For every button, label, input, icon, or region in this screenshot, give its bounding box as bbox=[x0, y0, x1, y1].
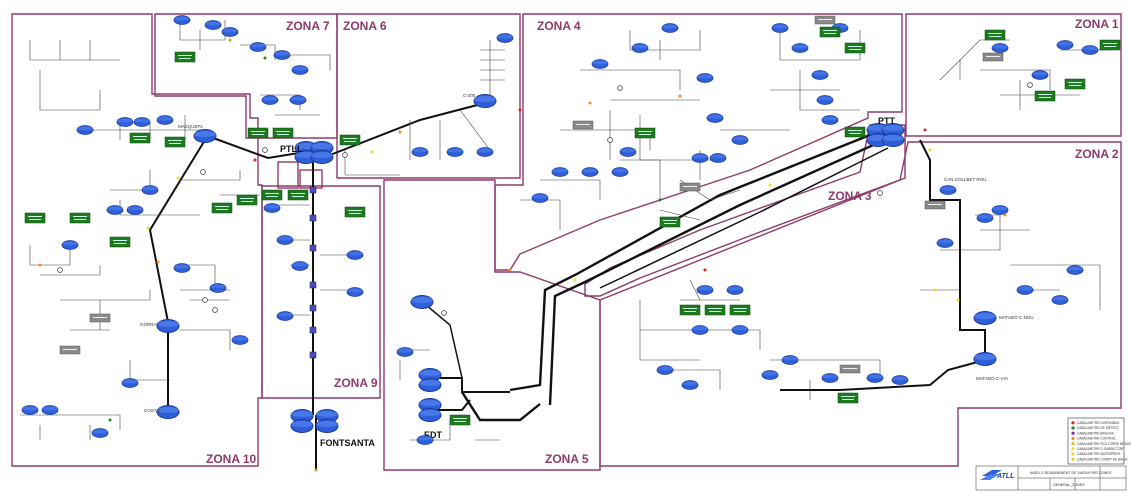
costa-label: COSTA bbox=[144, 408, 159, 413]
legend-swatch bbox=[1071, 426, 1074, 429]
legend-label: CABALIMETRE D.SUBSECTOR bbox=[1077, 447, 1124, 451]
masquefa-label: MASQUEFA bbox=[178, 124, 203, 129]
matado-via-label: MATADÓ C-VIA bbox=[976, 375, 1008, 381]
legend-swatch bbox=[1071, 437, 1074, 440]
can-collbet-tank[interactable] bbox=[940, 186, 956, 195]
title-block-title: ANELLS REMUNEMENT DE XARXA PER ZONES bbox=[1030, 471, 1112, 475]
zone-borders bbox=[12, 14, 1121, 470]
matado-nou-tank[interactable] bbox=[974, 312, 996, 325]
legend-label: CABALIMETRE RCA TORRE DE AIGUA bbox=[1077, 442, 1131, 446]
matado-nou-label: MATADÓ C-NOU bbox=[999, 314, 1034, 320]
legend-label: CABALIMETRE CONTROL bbox=[1077, 437, 1116, 441]
zona-7-label: ZONA 7 bbox=[286, 19, 330, 33]
zona-3-label: ZONA 3 bbox=[828, 189, 872, 203]
zona-4-border bbox=[495, 14, 902, 270]
matado-via-tank[interactable] bbox=[974, 353, 996, 366]
legend-swatch bbox=[1071, 442, 1074, 445]
costa-tank[interactable] bbox=[157, 406, 179, 419]
c200-label: C-200 bbox=[463, 93, 476, 98]
branch-pipes bbox=[20, 20, 1110, 440]
legend-label: CABALIMETRE DE DIPÒSIT bbox=[1077, 425, 1118, 430]
legend-swatch bbox=[1071, 452, 1074, 455]
zona-1-border bbox=[906, 14, 1121, 136]
masquefa-tank[interactable] bbox=[194, 130, 216, 143]
zona-4-label: ZONA 4 bbox=[537, 19, 581, 33]
legend-label: CABALIMETRE COMPT DE BAIXA bbox=[1077, 457, 1128, 461]
legend-swatch bbox=[1071, 421, 1074, 424]
legend-swatch bbox=[1071, 447, 1074, 450]
legend-swatch bbox=[1071, 458, 1074, 461]
legend-swatch bbox=[1071, 432, 1074, 435]
ptll-label: PTLL bbox=[280, 144, 303, 154]
ptt-label: PTT bbox=[878, 116, 896, 126]
fontsanta-station[interactable] bbox=[291, 410, 338, 433]
title-block-row2: GENERAL_ZONES bbox=[1053, 483, 1085, 487]
zona-6-label: ZONA 6 bbox=[343, 19, 387, 33]
gorrat-label: GORRAT bbox=[140, 322, 159, 327]
zona-1-label: ZONA 1 bbox=[1075, 17, 1119, 31]
zona-2-label: ZONA 2 bbox=[1075, 147, 1119, 161]
zona-9-label: ZONA 9 bbox=[334, 376, 378, 390]
main-pipes bbox=[150, 103, 985, 470]
ptt-station[interactable] bbox=[867, 124, 904, 147]
legend-label: CABALIMETRE BRUGAS bbox=[1077, 431, 1114, 435]
green-info-boxes bbox=[25, 27, 1120, 425]
can-collbet-label: CAN COLLBET ROU bbox=[944, 177, 986, 182]
zona-10-border bbox=[12, 14, 262, 466]
zona-5-border bbox=[384, 180, 600, 470]
fontsanta-label: FONTSANTA bbox=[320, 438, 375, 448]
c200-tank[interactable] bbox=[474, 95, 496, 108]
legend-label: CABALIMETRE DISPONIBLE bbox=[1077, 421, 1120, 425]
legend-label: CABALIMETRE MICROPRINT bbox=[1077, 452, 1121, 456]
zona-5-label: ZONA 5 bbox=[545, 452, 589, 466]
zona-10-label: ZONA 10 bbox=[206, 452, 257, 466]
gorrat-tank[interactable] bbox=[157, 320, 179, 333]
atll-logo-text: ATLL bbox=[996, 473, 1014, 480]
